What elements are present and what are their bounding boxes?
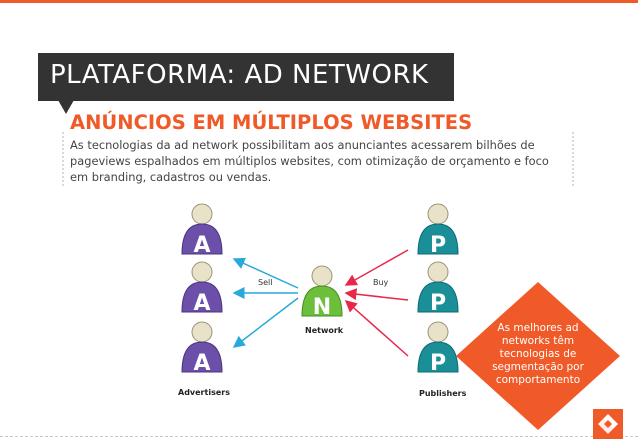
advertiser-letter: A bbox=[193, 233, 210, 258]
network-person-icon: N bbox=[301, 265, 343, 320]
buy-arrows bbox=[344, 249, 409, 357]
publisher-letter: P bbox=[430, 233, 446, 258]
bottom-rule bbox=[0, 436, 638, 438]
page-description: As tecnologias da ad network possibilita… bbox=[70, 138, 549, 184]
advertiser-person-icon: A bbox=[181, 261, 223, 316]
publisher-person-icon: P bbox=[417, 261, 459, 316]
buy-label: Buy bbox=[373, 278, 389, 287]
sell-arrows bbox=[232, 257, 299, 348]
page-title: PLATAFORMA: AD NETWORK bbox=[50, 60, 429, 90]
top-accent-rule bbox=[0, 0, 638, 3]
advertiser-letter: A bbox=[193, 351, 210, 376]
network-letter: N bbox=[313, 295, 331, 320]
publisher-letter: P bbox=[430, 291, 446, 316]
title-banner bbox=[38, 53, 454, 101]
publishers-label: Publishers bbox=[419, 389, 467, 398]
publisher-person-icon: P bbox=[417, 321, 459, 376]
publisher-person-icon: P bbox=[417, 203, 459, 258]
page-subtitle: ANÚNCIOS EM MÚLTIPLOS WEBSITES bbox=[70, 111, 473, 134]
network-label: Network bbox=[305, 326, 344, 335]
advertiser-person-icon: A bbox=[181, 321, 223, 376]
sell-label: Sell bbox=[258, 278, 272, 287]
advertiser-letter: A bbox=[193, 291, 210, 316]
publisher-letter: P bbox=[430, 351, 446, 376]
advertisers-label: Advertisers bbox=[178, 388, 230, 397]
advertiser-person-icon: A bbox=[181, 203, 223, 258]
callout-text: As melhores ad networks têm tecnologias … bbox=[492, 322, 584, 386]
orange-box-logo-icon bbox=[593, 409, 623, 439]
